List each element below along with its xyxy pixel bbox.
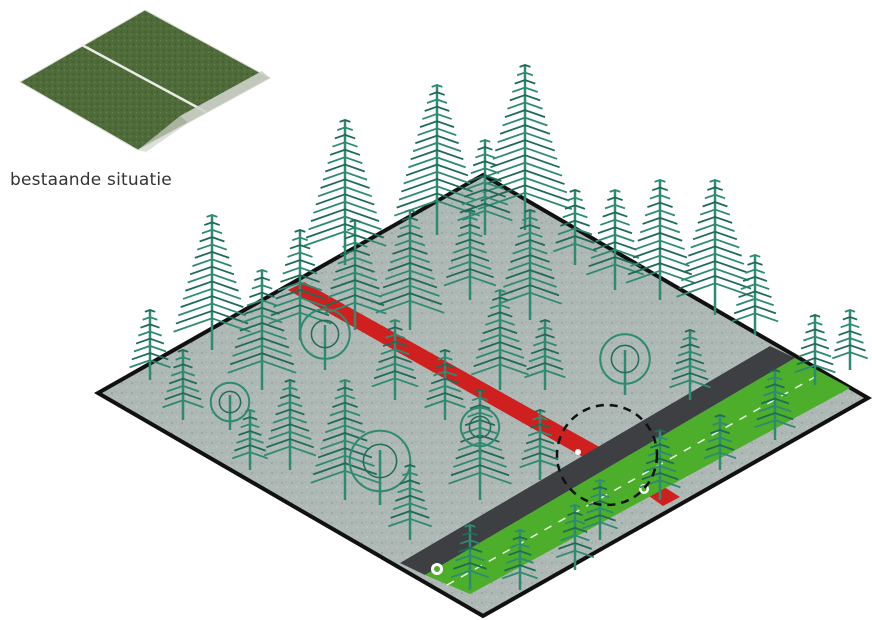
- tree-icon: [599, 333, 651, 395]
- tree-icon: [268, 229, 332, 340]
- tree-icon: [450, 524, 490, 590]
- crossing-highlight-circle: [555, 403, 659, 507]
- tree-icon: [794, 314, 836, 385]
- asphalt-road: [400, 346, 795, 575]
- tree-icon: [323, 219, 387, 330]
- tree-icon: [676, 179, 754, 315]
- tree-icon: [519, 409, 561, 480]
- tree-icon: [703, 414, 737, 470]
- crossing-point-marker: [575, 449, 581, 455]
- tree-icon: [555, 504, 595, 570]
- tree-icon: [209, 381, 251, 430]
- tree-icon: [459, 406, 501, 455]
- tree-icon: [639, 429, 681, 500]
- tree-icon: [443, 209, 497, 300]
- tree-icon: [471, 289, 529, 390]
- tree-icon: [299, 308, 351, 370]
- tree-icon: [232, 409, 268, 470]
- tree-icon: [227, 269, 297, 390]
- tree-icon: [263, 379, 317, 470]
- tree-icon: [731, 254, 779, 335]
- inset-caption: bestaande situatie: [10, 170, 172, 190]
- tree-icon: [502, 529, 538, 590]
- tree-icon: [582, 479, 618, 540]
- cycle-path-centerline: [446, 372, 823, 586]
- inset-path-line: [81, 43, 207, 114]
- tree-icon: [303, 119, 387, 265]
- tree-icon: [586, 189, 644, 290]
- tree-icon: [669, 329, 711, 400]
- tree-icon: [625, 179, 695, 300]
- tree-icon: [162, 349, 204, 420]
- tree-icon: [524, 319, 566, 390]
- tree-icon: [832, 309, 868, 370]
- tree-icon: [371, 319, 419, 400]
- tree-icon: [553, 189, 597, 265]
- bicycle-symbol-icon: [431, 563, 443, 575]
- tree-icon: [375, 209, 445, 330]
- tree-icon: [129, 309, 171, 380]
- tree-icon: [173, 214, 251, 350]
- tree-icon: [348, 429, 412, 505]
- tree-icon: [754, 369, 796, 440]
- tree-icon: [457, 139, 513, 235]
- forest: [129, 64, 868, 590]
- road-and-cycle-path: [400, 346, 850, 594]
- inset-existing-situation: [18, 9, 272, 152]
- inset-road: [180, 71, 270, 123]
- inset-road-extension: [138, 116, 188, 152]
- tree-icon: [388, 464, 432, 540]
- tree-icon: [498, 209, 562, 320]
- tree-icon: [424, 349, 466, 420]
